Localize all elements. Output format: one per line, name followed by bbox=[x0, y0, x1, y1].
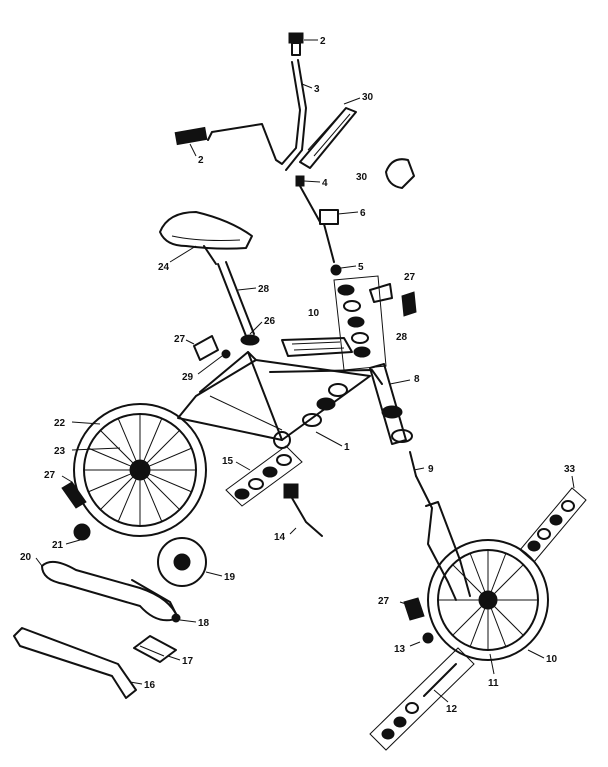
label-20: 20 bbox=[20, 552, 32, 563]
axle-bearing-part bbox=[369, 647, 475, 751]
label-24: 24 bbox=[158, 262, 170, 273]
label-4: 4 bbox=[322, 178, 328, 189]
label-29: 29 bbox=[182, 372, 194, 383]
seat-post-part bbox=[217, 261, 260, 346]
label-33: 33 bbox=[564, 464, 576, 475]
label-10-wheel: 10 bbox=[546, 654, 558, 665]
label-1: 1 bbox=[344, 442, 350, 453]
label-15: 15 bbox=[222, 456, 234, 467]
front-nut-part bbox=[422, 632, 434, 644]
label-27-seat: 27 bbox=[174, 334, 186, 345]
label-28-post: 28 bbox=[258, 284, 270, 295]
label-6: 6 bbox=[360, 208, 366, 219]
bottom-bracket-part bbox=[302, 383, 348, 427]
stem-column-part bbox=[295, 175, 342, 276]
label-3: 3 bbox=[314, 84, 320, 95]
chain-guard-part bbox=[13, 627, 137, 699]
label-2-top: 2 bbox=[320, 36, 326, 47]
leader-lines bbox=[35, 39, 575, 703]
label-18: 18 bbox=[198, 618, 210, 629]
label-22: 22 bbox=[54, 418, 66, 429]
rear-wheel-part bbox=[73, 403, 207, 537]
fork-part bbox=[409, 451, 471, 601]
label-8: 8 bbox=[414, 374, 420, 385]
bottom-pedal-part bbox=[133, 635, 177, 663]
stem-bolt-part bbox=[288, 32, 304, 56]
label-2-grip: 2 bbox=[198, 155, 204, 166]
label-30-clamp: 30 bbox=[356, 172, 368, 183]
label-28-bracket: 28 bbox=[396, 332, 408, 343]
label-23: 23 bbox=[54, 446, 66, 457]
handlebar-pad-part bbox=[299, 107, 415, 189]
label-17: 17 bbox=[182, 656, 194, 667]
label-27-front: 27 bbox=[404, 272, 416, 283]
head-tube-part bbox=[369, 363, 413, 445]
label-16: 16 bbox=[144, 680, 156, 691]
label-19: 19 bbox=[224, 572, 236, 583]
label-30-pad: 30 bbox=[362, 92, 374, 103]
kickstand-part bbox=[283, 483, 323, 537]
rear-reflector-part bbox=[61, 481, 87, 509]
headset-stack-part bbox=[333, 275, 387, 371]
label-9: 9 bbox=[428, 464, 434, 475]
seat-reflector-part bbox=[193, 335, 231, 361]
label-21: 21 bbox=[52, 540, 64, 551]
chain-part bbox=[41, 560, 179, 622]
label-5: 5 bbox=[358, 262, 364, 273]
front-reflector-part bbox=[369, 283, 417, 317]
label-10-pedal: 10 bbox=[308, 308, 320, 319]
label-11: 11 bbox=[488, 678, 499, 689]
front-axle-hardware-part bbox=[519, 487, 587, 563]
seat-part bbox=[159, 211, 253, 265]
wheel-reflector-part bbox=[403, 597, 425, 621]
label-12: 12 bbox=[446, 704, 458, 715]
chainring-part bbox=[157, 537, 207, 587]
axle-nut-part bbox=[73, 523, 91, 541]
label-27-wheel: 27 bbox=[378, 596, 390, 607]
label-13: 13 bbox=[394, 644, 406, 655]
label-14: 14 bbox=[274, 532, 286, 543]
crank-arm-part bbox=[131, 579, 181, 623]
part-labels: 2 2 3 30 30 4 6 5 27 28 24 28 26 10 27 2… bbox=[20, 36, 576, 715]
label-27-rear: 27 bbox=[44, 470, 56, 481]
frame-part bbox=[177, 351, 383, 449]
top-pedal-part bbox=[281, 337, 353, 357]
crank-bearing-part bbox=[225, 445, 303, 507]
front-wheel-part bbox=[427, 539, 549, 661]
label-26: 26 bbox=[264, 316, 276, 327]
